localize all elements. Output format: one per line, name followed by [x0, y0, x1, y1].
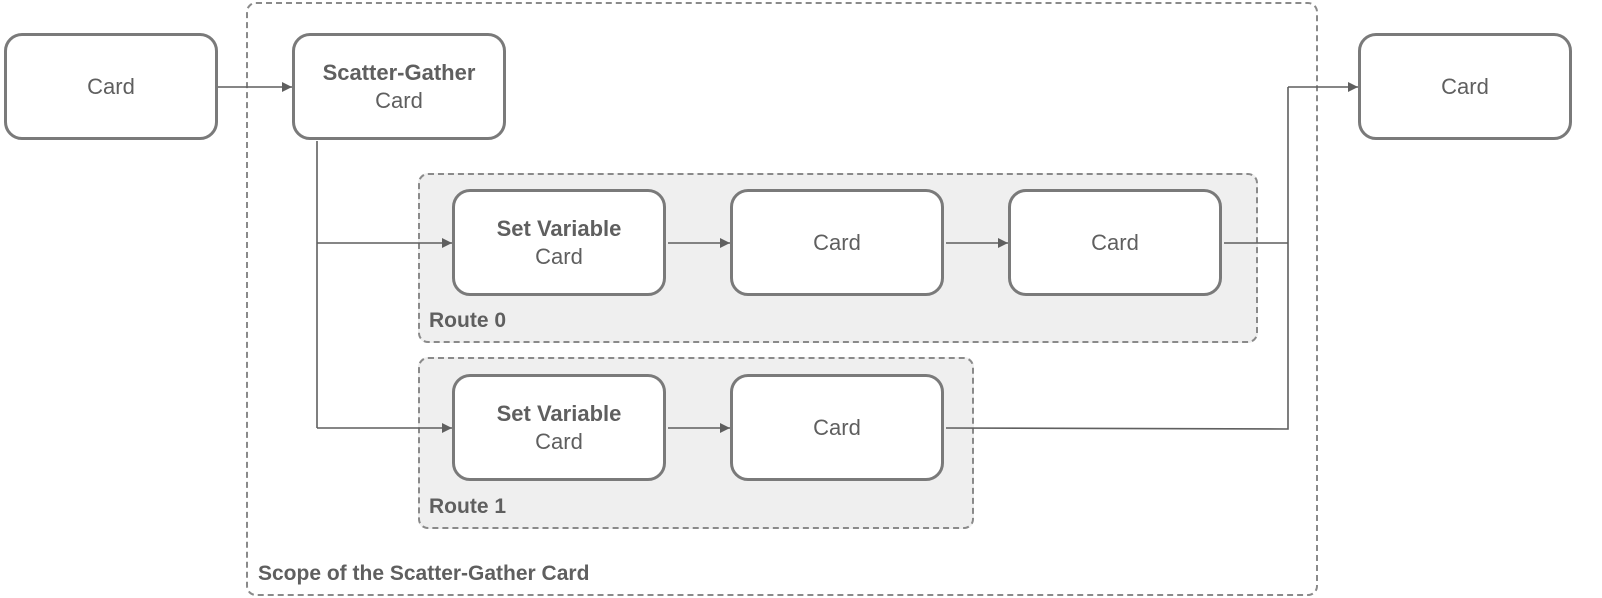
card-subtitle: Card: [813, 414, 861, 440]
card-subtitle: Card: [1091, 229, 1139, 255]
card-title: Set Variable: [496, 215, 622, 241]
scatter-gather-card[interactable]: Scatter-Gather Card: [292, 33, 506, 140]
scatter-gather-scope: Scope of the Scatter-Gather Card: [246, 2, 1318, 596]
edge-route1-to-merge: [945, 87, 1289, 430]
card-title: Scatter-Gather: [322, 59, 476, 85]
route-0-card-2[interactable]: Card: [730, 189, 944, 296]
route-0-set-variable-card[interactable]: Set Variable Card: [452, 189, 666, 296]
route-1-card-2[interactable]: Card: [730, 374, 944, 481]
scope-label: Scope of the Scatter-Gather Card: [258, 562, 590, 585]
card-subtitle: Card: [1441, 73, 1489, 99]
card-subtitle: Card: [87, 73, 135, 99]
route-0-card-3[interactable]: Card: [1008, 189, 1222, 296]
card-subtitle: Card: [535, 243, 583, 269]
card-subtitle: Card: [813, 229, 861, 255]
card-subtitle: Card: [375, 87, 423, 113]
route-1-set-variable-card[interactable]: Set Variable Card: [452, 374, 666, 481]
card-title: Set Variable: [496, 400, 622, 426]
card-subtitle: Card: [535, 428, 583, 454]
output-card[interactable]: Card: [1358, 33, 1572, 140]
route-0-label: Route 0: [429, 309, 507, 332]
input-card[interactable]: Card: [4, 33, 218, 140]
route-1-label: Route 1: [429, 495, 507, 518]
